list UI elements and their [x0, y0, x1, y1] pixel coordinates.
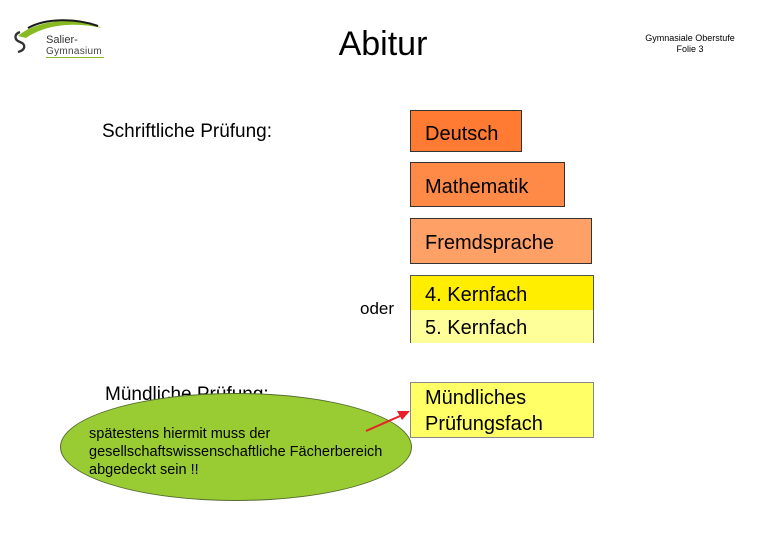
page-title: Abitur [338, 25, 428, 63]
school-logo: Salier- Gymnasium [6, 14, 106, 60]
core-subjects-box: 4. Kernfach 5. Kernfach [410, 275, 594, 343]
core-subject-5-bg [411, 310, 593, 343]
school-logo-icon [14, 19, 104, 58]
core-subject-4-bg [411, 276, 593, 310]
oral-exam-subject: Mündliches Prüfungsfach [410, 382, 594, 438]
written-exam-label: Schriftliche Prüfung: [102, 121, 273, 142]
header-course: Gymnasiale Oberstufe [645, 33, 735, 43]
header-info: Gymnasiale Oberstufe Folie 3 [620, 33, 760, 55]
logo-line-2: Gymnasium [46, 46, 103, 57]
subject-fremdsprache: Fremdsprache [410, 218, 592, 264]
subject-mathematik: Mathematik [410, 162, 565, 207]
note-text: spätestens hiermit muss der gesellschaft… [89, 426, 383, 478]
subject-deutsch: Deutsch [410, 110, 522, 152]
core-subject-4: 4. Kernfach [425, 284, 528, 306]
core-subject-5: 5. Kernfach [425, 317, 528, 339]
note-oval [60, 393, 412, 501]
header-slide-number: Folie 3 [676, 44, 704, 54]
or-label: oder [360, 299, 395, 318]
logo-line-1: Salier- [46, 34, 78, 46]
